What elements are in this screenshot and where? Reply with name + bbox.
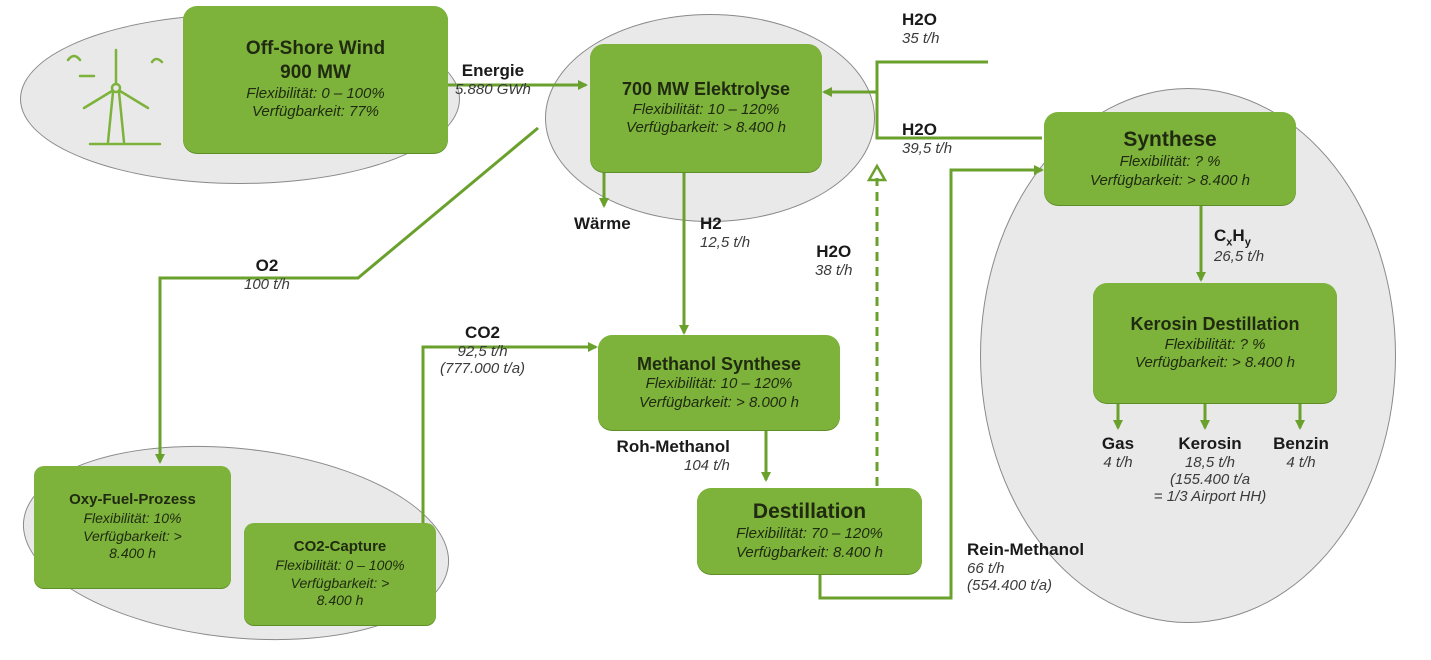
gas-value: 4 t/h	[1103, 454, 1133, 471]
offshore-wind-box: Off-Shore Wind 900 MW Flexibilität: 0 – …	[183, 6, 448, 153]
energie-value: 5.880 GWh	[455, 81, 531, 98]
benzin-title: Benzin	[1273, 434, 1329, 453]
elektrolyse-flex: Flexibilität: 10 – 120%	[632, 100, 780, 118]
roh-methanol-title: Roh-Methanol	[616, 437, 730, 456]
energie-title: Energie	[461, 61, 525, 80]
wind-flex: Flexibilität: 0 – 100%	[246, 84, 385, 102]
o2-value: 100 t/h	[244, 276, 290, 293]
h2o-return-value: 38 t/h	[815, 262, 853, 279]
oxyfuel-flex: Flexibilität: 10%	[83, 510, 182, 527]
wind-title: Off-Shore Wind	[245, 38, 386, 59]
roh-methanol-value: 104 t/h	[684, 457, 730, 474]
destillation-box: Destillation Flexibilität: 70 – 120% Ver…	[697, 488, 922, 574]
co2-line	[421, 342, 598, 525]
co2capture-flex: Flexibilität: 0 – 100%	[275, 557, 405, 574]
waerme-label: Wärme	[574, 214, 631, 234]
wind-avail: Verfügbarkeit: 77%	[251, 103, 380, 121]
wind-power: 900 MW	[280, 61, 351, 83]
elektrolyse-box: 700 MW Elektrolyse Flexibilität: 10 – 12…	[590, 44, 822, 172]
synthese-box: Synthese Flexibilität: ? % Verfügbarkeit…	[1044, 112, 1296, 205]
o2-title: O2	[255, 256, 279, 275]
kerosin-destillation-box: Kerosin Destillation Flexibilität: ? % V…	[1093, 283, 1337, 403]
h2o-return-label: H2O 38 t/h	[815, 242, 853, 279]
h2o-return-title: H2O	[816, 242, 852, 261]
kerosin-destillation-flex: Flexibilität: ? %	[1164, 335, 1266, 353]
cxhy-value: 26,5 t/h	[1214, 248, 1265, 266]
h2o-mid-line	[875, 92, 1042, 140]
oxyfuel-title: Oxy-Fuel-Prozess	[69, 491, 196, 509]
co2capture-box: CO2-Capture Flexibilität: 0 – 100% Verfü…	[244, 523, 436, 625]
rein-methanol-value: 66 t/h	[967, 560, 1005, 577]
rein-methanol-line	[818, 165, 1044, 600]
kerosin-destillation-title: Kerosin Destillation	[1130, 314, 1300, 334]
h2o-top-value: 35 t/h	[902, 30, 940, 47]
wind-turbine-icon	[66, 48, 164, 146]
h2-title: H2	[700, 214, 722, 233]
methanol-synthese-avail: Verfügbarkeit: > 8.000 h	[639, 393, 799, 411]
rein-methanol-title: Rein-Methanol	[967, 540, 1085, 559]
co2-title: CO2	[465, 323, 501, 342]
roh-methanol-label: Roh-Methanol 104 t/h	[606, 437, 730, 474]
methanol-synthese-flex: Flexibilität: 10 – 120%	[645, 375, 793, 392]
h2-label: H2 12,5 t/h	[700, 214, 750, 251]
synthese-title: Synthese	[1123, 127, 1217, 151]
elektrolyse-avail: Verfügbarkeit: > 8.400 h	[626, 119, 786, 137]
h2-value: 12,5 t/h	[700, 234, 751, 251]
h2o-mid-value: 39,5 t/h	[902, 140, 953, 157]
co2-label: CO2 92,5 t/h (777.000 t/a)	[440, 323, 525, 377]
co2-value: 92,5 t/h	[457, 343, 508, 360]
co2capture-avail2: 8.400 h	[316, 592, 364, 609]
rein-methanol-value2: (554.400 t/a)	[967, 577, 1053, 594]
destillation-flex: Flexibilität: 70 – 120%	[736, 525, 883, 543]
destillation-title: Destillation	[752, 500, 867, 524]
waerme-title: Wärme	[574, 214, 631, 233]
methanol-synthese-title: Methanol Synthese	[636, 353, 802, 374]
kerosin-value3: = 1/3 Airport HH)	[1153, 488, 1267, 505]
benzin-value: 4 t/h	[1286, 454, 1316, 471]
energie-label: Energie 5.880 GWh	[455, 61, 531, 98]
kerosin-title: Kerosin	[1178, 434, 1242, 453]
oxyfuel-avail2: 8.400 h	[109, 545, 156, 562]
elektrolyse-title: 700 MW Elektrolyse	[621, 79, 791, 99]
flow-lines	[155, 60, 1305, 600]
o2-label: O2 100 t/h	[244, 256, 290, 293]
synthese-flex: Flexibilität: ? %	[1119, 152, 1221, 170]
kerosin-destillation-avail: Verfügbarkeit: > 8.400 h	[1135, 354, 1295, 372]
h2o-top-title: H2O	[902, 10, 937, 29]
h2o-mid-title: H2O	[902, 120, 937, 139]
gas-title: Gas	[1101, 434, 1135, 453]
h2o-mid-label: H2O 39,5 t/h	[902, 120, 952, 157]
cxhy-label: CxHy 26,5 t/h	[1214, 226, 1264, 265]
o2-line	[155, 126, 539, 464]
co2capture-title: CO2-Capture	[293, 538, 387, 556]
oxyfuel-box: Oxy-Fuel-Prozess Flexibilität: 10% Verfü…	[34, 466, 231, 588]
oxyfuel-avail: Verfügbarkeit: >	[83, 527, 182, 544]
benzin-output: Benzin 4 t/h	[1268, 434, 1334, 471]
cxhy-title: CxHy	[1214, 226, 1251, 249]
methanol-synthese-box: Methanol Synthese Flexibilität: 10 – 120…	[598, 335, 840, 430]
rein-methanol-label: Rein-Methanol 66 t/h (554.400 t/a)	[967, 540, 1084, 594]
kerosin-output: Kerosin 18,5 t/h (155.400 t/a = 1/3 Airp…	[1140, 434, 1280, 505]
kerosin-value: 18,5 t/h	[1184, 454, 1236, 471]
destillation-avail: Verfügbarkeit: 8.400 h	[735, 544, 884, 562]
h2o-top-label: H2O 35 t/h	[902, 10, 940, 47]
synthese-avail: Verfügbarkeit: > 8.400 h	[1090, 171, 1250, 189]
co2capture-avail: Verfügbarkeit: >	[290, 574, 390, 591]
gas-output: Gas 4 t/h	[1090, 434, 1146, 471]
co2-value2: (777.000 t/a)	[440, 360, 526, 377]
h2o-top-line	[822, 60, 988, 97]
kerosin-value2: (155.400 t/a	[1169, 471, 1251, 488]
